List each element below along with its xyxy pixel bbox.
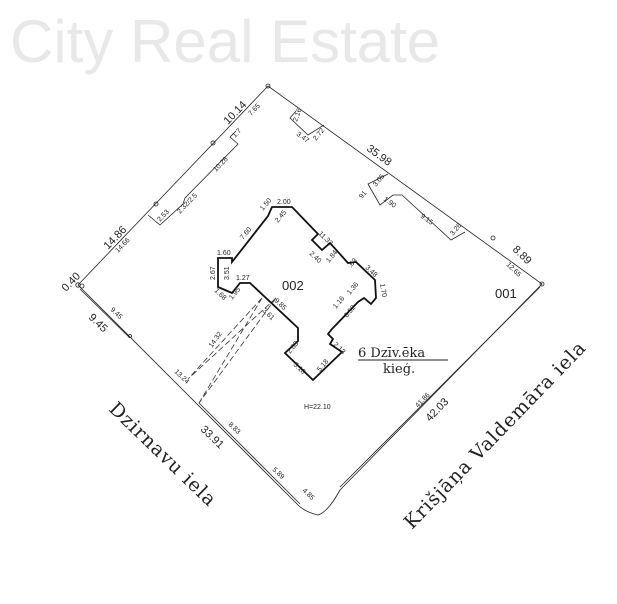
dim: 1.95 bbox=[228, 286, 242, 301]
dim: 6.52 bbox=[343, 304, 357, 319]
dim: 2.72 bbox=[312, 127, 326, 142]
height-mark: H=22.10 bbox=[304, 404, 331, 411]
dim: 2.83 bbox=[286, 340, 300, 355]
dim: 7.60 bbox=[239, 226, 253, 241]
watermark: City Real Estate bbox=[10, 8, 440, 75]
lot-001-label: 001 bbox=[495, 286, 517, 301]
building-002-outline bbox=[217, 206, 377, 382]
dim: 3.61 bbox=[261, 307, 276, 322]
dim: 1.27 bbox=[236, 275, 250, 282]
dim: 11.32 bbox=[317, 230, 334, 247]
dim: 5.18 bbox=[292, 361, 307, 376]
outbuildings bbox=[147, 110, 466, 241]
dim: 8.83 bbox=[227, 421, 242, 436]
street-valdemara: Krišjāņa Valdemāra iela bbox=[400, 337, 591, 534]
dim: 2.16 bbox=[292, 107, 303, 122]
dim: 10.28 bbox=[212, 156, 229, 174]
dim: 10.14 bbox=[222, 99, 250, 127]
dim: 2.00 bbox=[277, 199, 291, 206]
street-dzirnavu: Dzirnavu iela bbox=[105, 398, 221, 512]
dim: 2.67 bbox=[210, 266, 217, 280]
dim: 41.86 bbox=[414, 392, 431, 410]
dim: 1.16 bbox=[332, 295, 346, 310]
dim: 9.85 bbox=[273, 297, 288, 312]
dim: 1.36 bbox=[346, 281, 360, 296]
dim: 2.40 bbox=[308, 250, 323, 265]
dim: .63 bbox=[347, 257, 359, 269]
dim: 91 bbox=[358, 190, 368, 201]
parcel-boundary bbox=[75, 83, 545, 516]
dim: 33.91 bbox=[198, 424, 226, 452]
building-material-label: kieģ. bbox=[383, 362, 415, 377]
dim: 14.32 bbox=[208, 331, 224, 349]
dim: 3.51 bbox=[224, 266, 231, 280]
dim: 5.89 bbox=[271, 466, 286, 481]
dim: 0.40 bbox=[60, 270, 84, 294]
dashed-passage bbox=[187, 297, 277, 404]
dim: 4.85 bbox=[301, 487, 316, 502]
dim: 1.70 bbox=[378, 283, 387, 298]
building-type-label: 6 Dzīv.ēka bbox=[358, 346, 425, 361]
dimension-labels: 0.40 14.86 14.66 10.14 7.65 1.7 10.28 2.… bbox=[60, 99, 534, 502]
dim: 9.15 bbox=[419, 213, 434, 227]
dim: 13.24 bbox=[173, 368, 191, 385]
dim: 3.47 bbox=[295, 131, 310, 145]
dim: 3.26 bbox=[449, 222, 463, 237]
dim: 2.45 bbox=[274, 209, 288, 224]
dim: 1.60 bbox=[217, 250, 231, 257]
dim: 1.90 bbox=[382, 196, 397, 210]
dim: 12.65 bbox=[505, 261, 523, 278]
dim: 1.7 bbox=[231, 127, 243, 139]
lot-002-label: 002 bbox=[282, 278, 304, 293]
dim: 35.98 bbox=[364, 143, 393, 169]
